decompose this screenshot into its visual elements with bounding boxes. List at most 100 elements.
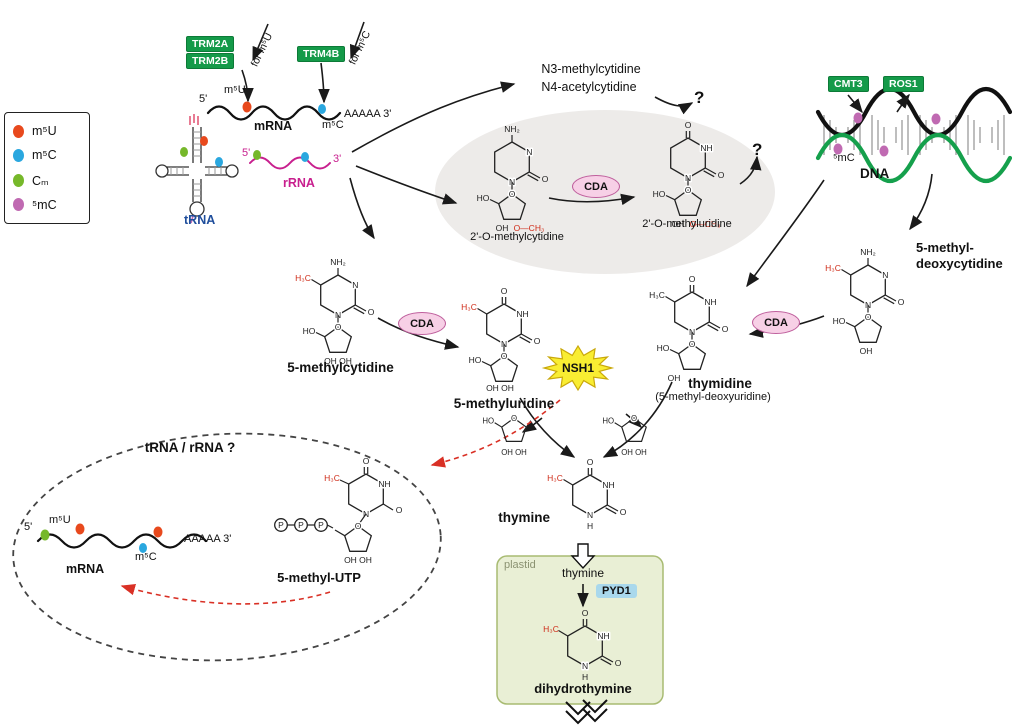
- dna-5mc-dot: [853, 112, 863, 124]
- svg-text:O: O: [335, 322, 342, 332]
- svg-text:O: O: [685, 185, 692, 195]
- svg-text:OH OH: OH OH: [621, 448, 647, 457]
- structure-5-methylcytidine: NH₂ H₃C N O N O HO OH OH: [295, 257, 375, 366]
- structure-ribose-sugar: O HO OH OH: [602, 413, 647, 457]
- svg-text:NH: NH: [700, 143, 712, 153]
- structure-5-methyluridine: O H₃C NH O N O HO OH OH: [461, 286, 541, 393]
- dihydrothymine-label: dihydrothymine: [534, 681, 632, 696]
- svg-text:OH: OH: [496, 223, 509, 233]
- ros1-badge: ROS1: [883, 76, 924, 92]
- n4-acetylcytidine-label: N4-acetylcytidine: [541, 80, 637, 94]
- svg-text:O: O: [501, 351, 508, 361]
- svg-text:H₃C: H₃C: [649, 290, 665, 300]
- svg-text:H₃C: H₃C: [547, 473, 563, 483]
- polya-label: AAAAA 3': [344, 108, 392, 120]
- svg-text:NH₂: NH₂: [860, 247, 876, 257]
- svg-text:O: O: [689, 339, 696, 349]
- svg-text:NH: NH: [704, 297, 716, 307]
- pathway-arrows: [241, 21, 933, 608]
- m5c-dot: [215, 157, 223, 167]
- svg-text:H₃C: H₃C: [461, 302, 477, 312]
- dna-label: DNA: [860, 166, 890, 181]
- m5c-site-label: m⁵C: [135, 551, 157, 563]
- legend-label: Cₘ: [32, 173, 49, 188]
- m5u-dot: [153, 526, 163, 538]
- mrna-label: mRNA: [66, 562, 105, 576]
- thymidine-alt-label: (5-methyl-deoxyuridine): [655, 391, 771, 403]
- pyd1-badge: PYD1: [596, 584, 637, 598]
- svg-text:O: O: [631, 414, 637, 423]
- structure-5-methyl-utp: O H₃C NH O N O OH OH P P P: [274, 456, 403, 565]
- svg-text:OH: OH: [860, 346, 873, 356]
- rrna-label: rRNA: [283, 176, 315, 190]
- svg-text:O: O: [542, 174, 549, 184]
- trna-rrna-question-label: tRNA / rRNA ?: [144, 440, 236, 455]
- svg-text:O: O: [615, 658, 622, 668]
- structure-2-o-methyluridine: O NH O N O HO OH O—CH₃: [653, 120, 725, 229]
- svg-text:O: O: [722, 324, 729, 334]
- trna-structure: [155, 114, 239, 224]
- legend-item: Cₘ: [13, 173, 81, 188]
- dna-5mc-dot: [833, 143, 843, 155]
- svg-text:O: O: [509, 189, 516, 199]
- svg-text:OH: OH: [668, 373, 681, 383]
- cm-dot: [40, 529, 50, 541]
- five-prime-label: 5': [199, 93, 208, 105]
- 5mc-dot-icon: [13, 198, 24, 212]
- dna-helix: [815, 86, 1012, 184]
- m5c-dot: [301, 152, 309, 162]
- svg-text:P: P: [278, 520, 284, 530]
- m5u-dot: [200, 136, 208, 146]
- thymidine-label: thymidine: [688, 376, 752, 391]
- m5u-dot: [242, 101, 252, 113]
- dna-strand-black: [815, 86, 1012, 138]
- structure-dihydrothymine: O H₃C NH O N H: [543, 608, 622, 682]
- legend-label: ⁵mC: [32, 197, 57, 212]
- legend-item: ⁵mC: [13, 198, 81, 212]
- svg-text:H₃C: H₃C: [543, 624, 559, 634]
- rrna-five-prime-label: 5': [242, 147, 251, 159]
- svg-text:HO: HO: [602, 417, 614, 426]
- svg-text:N: N: [587, 510, 593, 520]
- svg-text:HO: HO: [653, 189, 666, 199]
- plastid-label: plastid: [504, 559, 536, 571]
- 2-o-methylcytidine-label: 2'-O-methylcytidine: [470, 231, 564, 243]
- cm-dot: [253, 150, 261, 160]
- svg-text:O: O: [582, 608, 589, 618]
- svg-text:NH: NH: [597, 631, 609, 641]
- svg-text:O: O: [396, 505, 403, 515]
- svg-text:HO: HO: [657, 343, 670, 353]
- rrna-three-prime-label: 3': [333, 153, 342, 165]
- svg-text:N: N: [352, 280, 358, 290]
- m5u-dot-icon: [13, 124, 24, 138]
- dna-5mc-dot: [879, 145, 889, 157]
- m5c-dot: [318, 104, 326, 114]
- svg-text:N: N: [582, 661, 588, 671]
- svg-text:O: O: [511, 414, 517, 423]
- svg-text:HO: HO: [482, 417, 494, 426]
- question-mark: ?: [694, 88, 705, 107]
- structure-2-o-methylcytidine: NH₂ N O N O HO OH O—CH₃: [477, 124, 549, 233]
- legend: m⁵U m⁵C Cₘ ⁵mC: [4, 112, 90, 224]
- structure-ribose-sugar: O HO OH OH: [482, 413, 527, 457]
- svg-text:O: O: [865, 312, 872, 322]
- m5u-site-label: m⁵U: [224, 84, 246, 96]
- m5c-dot-icon: [13, 148, 24, 162]
- svg-text:H: H: [582, 672, 588, 682]
- svg-text:O: O: [587, 457, 594, 467]
- legend-item: m⁵U: [13, 124, 81, 138]
- continuation-chevrons: [565, 699, 608, 725]
- svg-text:OH: OH: [672, 219, 685, 229]
- trm4b-badge: TRM4B: [297, 46, 346, 62]
- m5c-dot: [139, 543, 147, 553]
- structure-thymidine: O H₃C NH O N O HO OH: [649, 274, 729, 383]
- trm2a-badge: TRM2A: [186, 36, 235, 52]
- svg-text:O: O: [718, 170, 725, 180]
- cm-dot-icon: [13, 173, 24, 187]
- rrna-structure: [249, 150, 331, 170]
- svg-text:OH OH: OH OH: [344, 555, 372, 565]
- svg-text:O: O: [363, 456, 370, 466]
- five-prime-label: 5': [24, 521, 33, 533]
- 5-methyl-utp-label: 5-methyl-UTP: [277, 570, 361, 585]
